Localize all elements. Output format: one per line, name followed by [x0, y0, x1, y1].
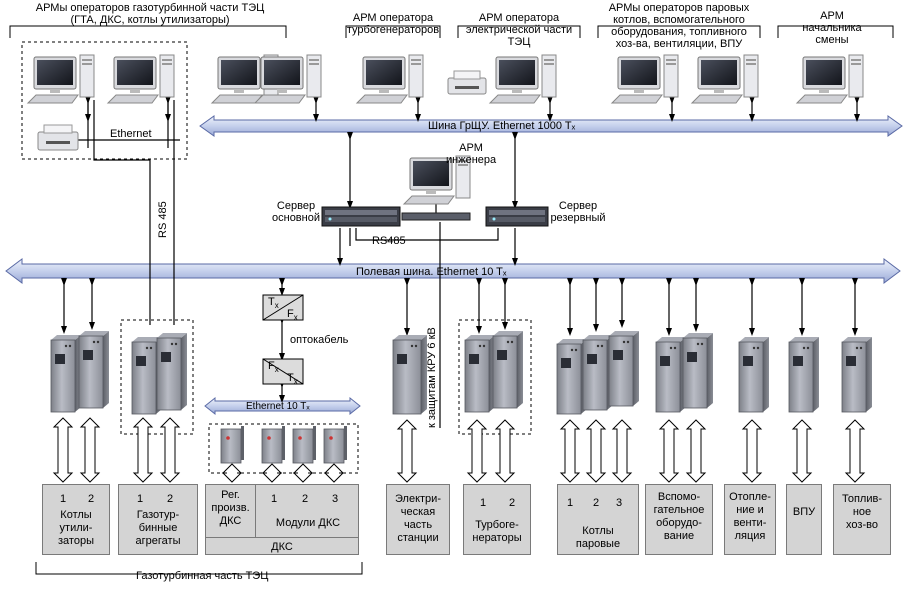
box-turbogeneratory: 1 2 Турбоге-нераторы: [463, 484, 531, 555]
hollow-arrow: [292, 463, 314, 483]
opto-converter-top: Tx Fx: [262, 294, 304, 322]
workstations: [26, 54, 864, 205]
server-backup: [485, 206, 549, 227]
bus-field-label: Полевая шина. Ethernet 10 Tₓ: [356, 266, 507, 278]
cabinet-icon: [50, 335, 81, 413]
cabinet-icon: [608, 331, 639, 407]
optocable-label: оптокабель: [290, 334, 349, 346]
turbo-operator-pc: [355, 54, 424, 104]
ethernet-local-label: Ethernet: [110, 128, 152, 140]
hollow-arrow: [844, 419, 866, 483]
cabinet-icon: [78, 331, 109, 409]
hollow-arrow: [494, 419, 516, 483]
hollow-arrow: [741, 419, 763, 483]
gt-operator-pc-1: [26, 54, 95, 104]
dashed-groups: [21, 41, 532, 474]
kru-protection-label: к защитам КРУ 6 кВ: [426, 327, 438, 428]
svg-text:Fx: Fx: [268, 360, 279, 374]
cabinet-icon: [655, 337, 686, 413]
hollow-arrow: [585, 419, 607, 483]
server-switch: [401, 212, 471, 221]
cabinet-icon: [156, 333, 187, 411]
bus-top-label: Шина ГрЩУ. Ethernet 1000 Tₓ: [428, 120, 576, 132]
box-vpu: ВПУ: [786, 484, 822, 555]
hollow-arrow: [685, 419, 707, 483]
gt-part-label: Газотурбинная часть ТЭЦ: [136, 570, 269, 582]
cabinet-icon: [492, 331, 523, 409]
dks-module-icon: [292, 426, 316, 464]
connection-lines: [61, 96, 860, 428]
dks-modules: [220, 426, 347, 464]
hollow-arrow: [559, 419, 581, 483]
hollow-arrow: [221, 463, 243, 483]
svg-text:Fx: Fx: [287, 308, 298, 322]
control-cabinets: [50, 331, 872, 415]
hollow-arrow: [52, 417, 74, 483]
printer-icon: [37, 124, 79, 151]
hollow-arrow: [323, 463, 345, 483]
dks-module-icon: [261, 426, 285, 464]
dks-module-icon: [323, 426, 347, 464]
engineer-pc: [402, 155, 471, 205]
cabinet-icon: [788, 337, 819, 413]
cabinet-icon: [738, 337, 769, 413]
boiler-operator-pc-1: [610, 54, 679, 104]
hollow-arrow: [466, 419, 488, 483]
bus-top: [199, 115, 903, 137]
box-dks: Рег.произв.ДКС 1 2 3 Модули ДКС ДКС: [205, 484, 359, 555]
svg-text:Tx: Tx: [287, 372, 298, 386]
boiler-operator-pc-2: [690, 54, 759, 104]
bus-field: [5, 258, 901, 284]
gt-operator-pc-4: [253, 54, 322, 104]
cabinet-icon: [464, 335, 495, 413]
cabinet-icon: [556, 339, 587, 415]
dks-module-icon: [220, 426, 244, 464]
hollow-arrow: [79, 417, 101, 483]
cabinet-icon: [582, 335, 613, 411]
hollow-arrows: [52, 417, 866, 483]
top-brackets: [9, 25, 894, 575]
hollow-arrow: [611, 419, 633, 483]
hollow-arrow: [159, 417, 181, 483]
rs485-vertical-label: RS 485: [157, 201, 169, 238]
cabinet-icon: [682, 333, 713, 409]
hollow-arrow: [658, 419, 680, 483]
gt-operator-pc-2: [106, 54, 175, 104]
electric-operator-pc: [488, 54, 557, 104]
hollow-arrow: [132, 417, 154, 483]
svg-text:Tx: Tx: [268, 296, 279, 310]
bus-eth10-small: [204, 396, 361, 416]
server-main: [321, 206, 401, 227]
label-gt-operators: АРМы операторов газотурбинной части ТЭЦ(…: [35, 2, 265, 26]
opto-converter-bottom: Fx Tx: [262, 358, 304, 386]
cabinet-icon: [841, 337, 872, 413]
rs485-servers-label: RS485: [372, 235, 406, 247]
printer-icon: [447, 70, 487, 95]
cabinet-icon: [392, 335, 427, 415]
hollow-arrow: [791, 419, 813, 483]
shift-head-pc: [795, 54, 864, 104]
hollow-arrow: [261, 463, 283, 483]
hollow-arrow: [396, 419, 418, 483]
eth10-small-label: Ethernet 10 Tₓ: [246, 401, 310, 412]
